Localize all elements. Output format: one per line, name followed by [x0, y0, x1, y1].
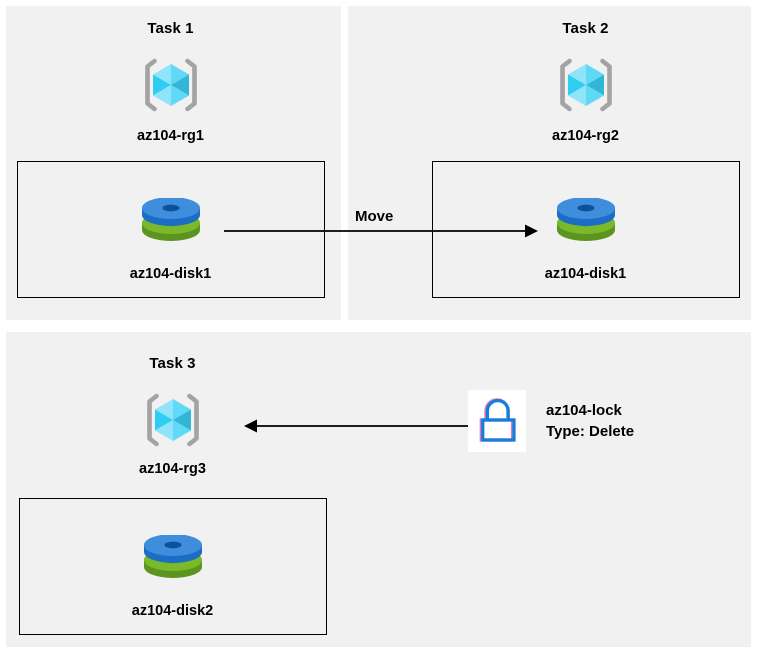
- resource-group-cube-icon: [145, 58, 197, 112]
- panel-task-1: [6, 6, 341, 320]
- task-2-title: Task 2: [562, 20, 609, 37]
- task-1-title: Task 1: [147, 20, 194, 37]
- padlock-icon: [479, 398, 516, 442]
- lock-name: az104-lock: [546, 402, 622, 419]
- managed-disk-icon: [142, 198, 200, 241]
- resource-container-task-1: [17, 161, 325, 298]
- resource-group-label-rg2: az104-rg2: [552, 128, 619, 144]
- resource-container-task-2: [432, 161, 740, 298]
- move-arrow: [224, 224, 538, 238]
- task-3-title: Task 3: [149, 355, 196, 372]
- managed-disk-icon: [557, 198, 615, 241]
- resource-container-task-3: [19, 498, 327, 635]
- move-arrow-label: Move: [355, 208, 394, 225]
- resource-group-label-rg3: az104-rg3: [139, 461, 206, 477]
- disk-label-task-2: az104-disk1: [544, 266, 627, 282]
- lock-text-block: az104-lock Type: Delete: [546, 400, 634, 442]
- lock-icon-tile: [468, 390, 526, 452]
- disk-label-task-3: az104-disk2: [131, 603, 214, 619]
- resource-group-cube-icon: [147, 393, 199, 447]
- panel-task-2: [348, 6, 751, 320]
- resource-group-label-rg1: az104-rg1: [137, 128, 204, 144]
- panel-task-3: [6, 332, 751, 647]
- lock-type: Type: Delete: [546, 423, 635, 440]
- lock-arrow: [244, 419, 470, 433]
- managed-disk-icon: [144, 535, 202, 578]
- disk-label-task-1: az104-disk1: [129, 266, 212, 282]
- resource-group-cube-icon: [560, 58, 612, 112]
